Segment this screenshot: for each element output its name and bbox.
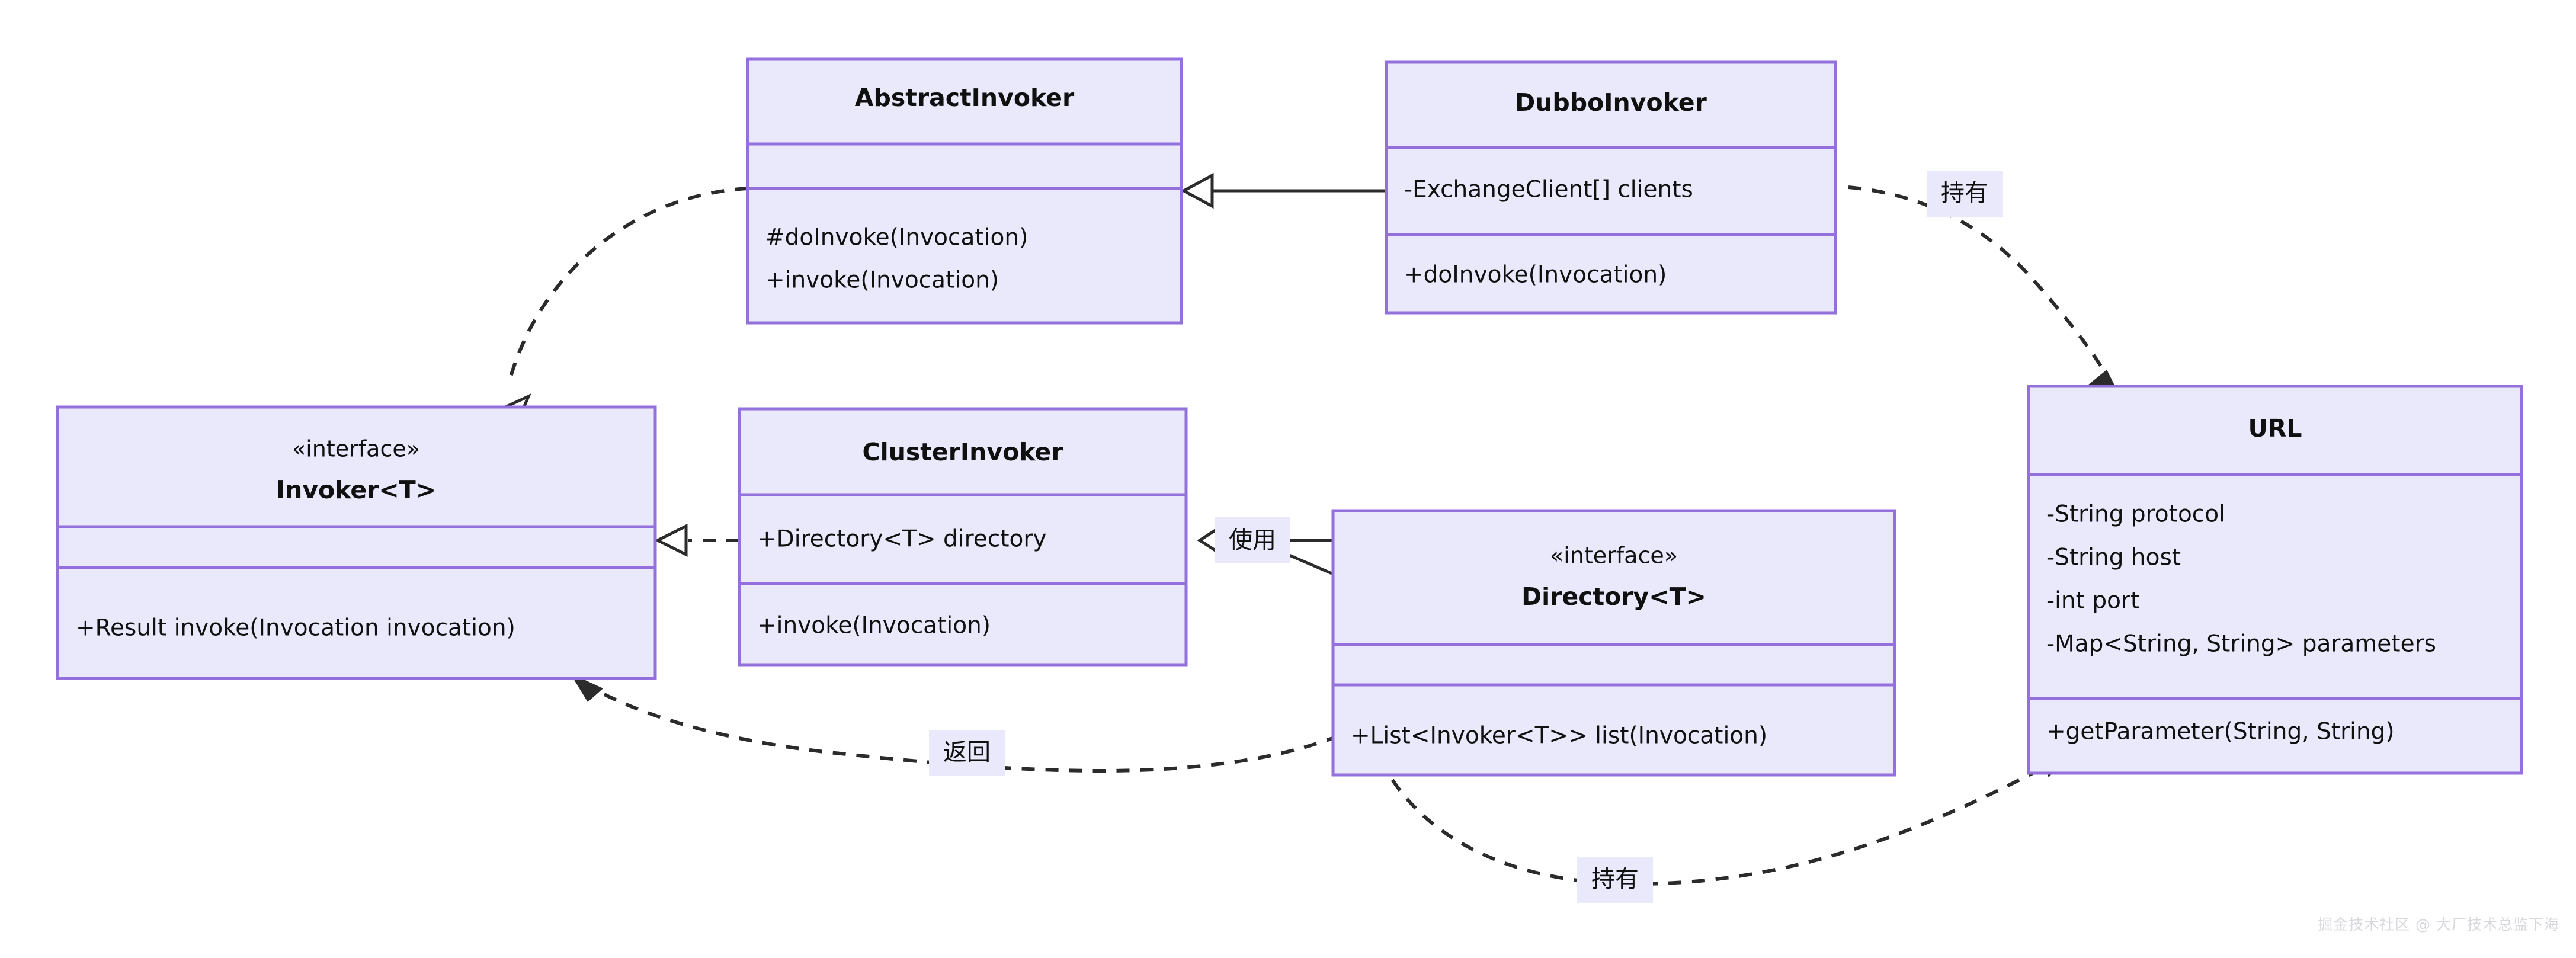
open-arrowhead [570,673,603,702]
class-stereotype-interface: «interface» [292,436,420,462]
class-box-frame [738,407,1188,667]
class-method: +Result invoke(Invocation invocation) [76,615,515,642]
class-box-frame [1331,509,1896,777]
relation-cluster-uses-directory: 使用 [1197,517,1333,575]
hollow-triangle-arrowhead [1180,172,1214,209]
relation-dubbo-holds-url: 持有 [1848,171,2121,398]
class-method: +invoke(Invocation) [765,267,999,294]
dependency-line [571,674,1340,773]
class-method: +doInvoke(Invocation) [1404,262,1667,289]
class-name-invoker: Invoker<T> [276,476,436,504]
class-box-invoker[interactable]: «interface» Invoker<T> +Result invoke(In… [56,405,657,680]
class-box-directory[interactable]: «interface» Directory<T> +List<Invoker<T… [1331,509,1896,777]
class-name-cluster-invoker: ClusterInvoker [863,438,1064,466]
edge-label-background [1927,171,2003,217]
class-attribute: -Map<String, String> parameters [2046,631,2436,658]
class-attribute: +Directory<T> directory [757,526,1046,553]
dependency-line [1379,758,2051,886]
watermark: 掘金技术社区 @ 大厂技术总监下海 [2318,916,2559,933]
class-name-directory: Directory<T> [1521,582,1706,611]
edge-label-hold-bottom: 持有 [1591,866,1639,893]
relation-dubbo-extends-abstract [1180,172,1386,209]
realization-line [507,187,748,386]
edge-label-return: 返回 [943,739,991,766]
edge-label-hold-top: 持有 [1941,180,1988,207]
class-box-url[interactable]: URL -String protocol -String host -int p… [2027,385,2523,775]
class-box-frame [1385,60,1837,315]
class-attribute: -String host [2046,544,2181,571]
edge-label-use: 使用 [1229,527,1276,554]
class-box-cluster-invoker[interactable]: ClusterInvoker +Directory<T> directory +… [738,407,1188,667]
class-attribute: -ExchangeClient[] clients [1404,177,1693,203]
class-box-frame [56,405,657,680]
relation-abstract-implements-invoker [495,187,748,427]
edge-label-background [1215,517,1290,563]
class-name-url: URL [2248,414,2302,443]
class-stereotype-interface: «interface» [1550,543,1678,569]
class-box-dubbo-invoker[interactable]: DubboInvoker -ExchangeClient[] clients +… [1385,60,1837,315]
class-method: +getParameter(String, String) [2046,719,2395,745]
class-box-frame [2027,385,2523,775]
class-attribute: -String protocol [2046,501,2225,528]
class-method: +List<Invoker<T>> list(Invocation) [1351,723,1767,749]
class-method: +invoke(Invocation) [757,613,991,639]
hollow-triangle-arrowhead [654,523,688,558]
relation-directory-returns-invoker: 返回 [570,673,1340,776]
edge-label-background [929,730,1005,776]
class-name-abstract-invoker: AbstractInvoker [855,84,1075,112]
edge-label-background [1577,857,1653,903]
class-box-frame [746,57,1183,325]
class-method: #doInvoke(Invocation) [765,225,1028,251]
class-attribute: -int port [2046,588,2139,614]
class-box-abstract-invoker[interactable]: AbstractInvoker #doInvoke(Invocation) +i… [746,57,1183,325]
class-name-dubbo-invoker: DubboInvoker [1515,88,1707,117]
relation-cluster-implements-invoker [654,523,739,558]
dependency-line [1848,185,2111,380]
